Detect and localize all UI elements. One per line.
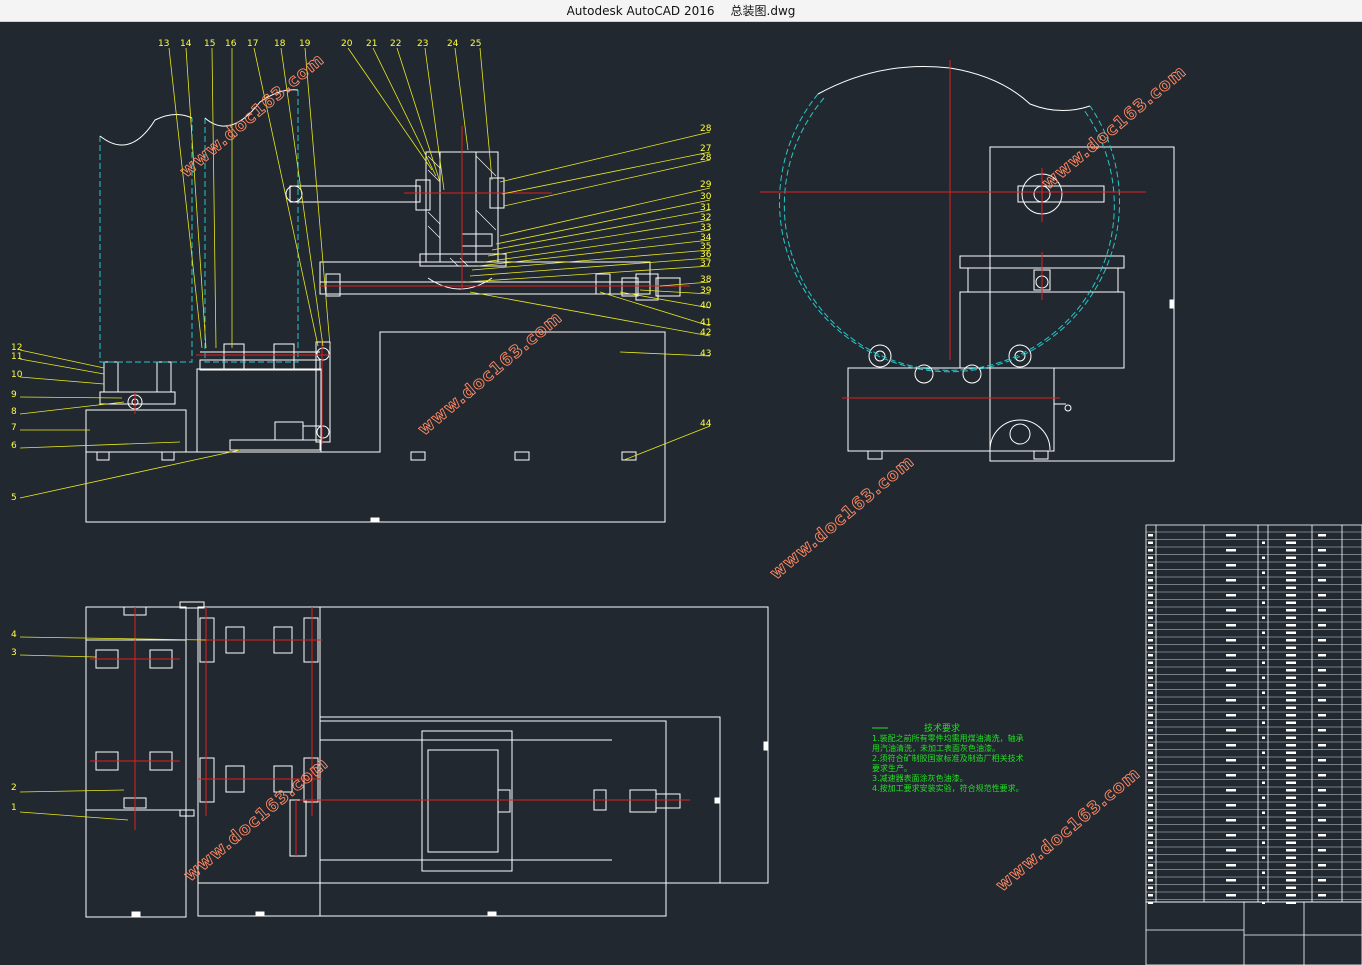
svg-text:19: 19 <box>299 39 311 49</box>
svg-text:4: 4 <box>11 630 17 640</box>
svg-text:16: 16 <box>225 39 237 49</box>
svg-text:1: 1 <box>11 803 17 813</box>
svg-text:30: 30 <box>700 192 712 202</box>
svg-text:7: 7 <box>11 423 17 433</box>
svg-text:13: 13 <box>158 39 169 49</box>
notes-title: 技术要求 <box>924 722 960 734</box>
svg-text:24: 24 <box>447 39 459 49</box>
note-line: 3.减速器表面涂灰色油漆。 <box>872 773 968 783</box>
note-line: 4.按加工要求安装实验，符合规范性要求。 <box>872 783 1024 793</box>
centerlines-side <box>760 60 1146 399</box>
svg-text:31: 31 <box>700 203 711 213</box>
bom-rows <box>1146 531 1362 904</box>
file-name: 总装图.dwg <box>730 4 796 18</box>
svg-text:37: 37 <box>700 259 711 269</box>
svg-text:2: 2 <box>11 783 17 793</box>
svg-text:14: 14 <box>180 39 192 49</box>
plan-view <box>85 601 769 918</box>
svg-text:33: 33 <box>700 223 711 233</box>
bom-table <box>1145 524 1362 965</box>
svg-text:3: 3 <box>11 648 17 658</box>
svg-text:18: 18 <box>274 39 286 49</box>
svg-text:5: 5 <box>11 493 17 503</box>
svg-text:25: 25 <box>470 39 481 49</box>
svg-text:43: 43 <box>700 349 711 359</box>
svg-text:9: 9 <box>11 390 17 400</box>
title-bar: Autodesk AutoCAD 2016 总装图.dwg <box>0 0 1362 22</box>
svg-text:28: 28 <box>700 153 712 163</box>
note-line: 2.须符合矿制胶国家标准及制造厂相关技术 <box>872 753 1024 763</box>
svg-text:41: 41 <box>700 318 711 328</box>
svg-text:38: 38 <box>700 275 712 285</box>
note-line: 用汽油清洗，未加工表面灰色油漆。 <box>872 743 1000 753</box>
side-view <box>817 66 1175 462</box>
labels-plan: 4 3 2 1 <box>11 630 17 813</box>
note-line: 1.装配之前所有零件均需用煤油清洗，轴承 <box>872 733 1024 743</box>
app-name: Autodesk AutoCAD 2016 <box>566 3 715 18</box>
svg-text:32: 32 <box>700 213 711 223</box>
note-line: 要求生产。 <box>872 763 912 773</box>
centerlines-front <box>134 126 690 444</box>
svg-text:8: 8 <box>11 407 17 417</box>
svg-text:21: 21 <box>366 39 377 49</box>
svg-text:15: 15 <box>204 39 215 49</box>
svg-text:11: 11 <box>11 352 22 362</box>
svg-text:23: 23 <box>417 39 428 49</box>
svg-text:28: 28 <box>700 124 712 134</box>
svg-text:22: 22 <box>390 39 401 49</box>
svg-text:42: 42 <box>700 328 711 338</box>
svg-text:27: 27 <box>700 144 711 154</box>
front-view <box>85 89 681 523</box>
svg-text:34: 34 <box>700 233 712 243</box>
side-view-drum <box>779 93 1120 373</box>
svg-text:29: 29 <box>700 180 712 190</box>
technical-notes: 技术要求 1.装配之前所有零件均需用煤油清洗，轴承 用汽油清洗，未加工表面灰色油… <box>872 722 1024 793</box>
svg-text:6: 6 <box>11 441 17 451</box>
svg-text:35: 35 <box>700 242 711 252</box>
leaders-front <box>19 47 711 499</box>
leaders-plan <box>19 636 207 821</box>
svg-text:12: 12 <box>11 343 22 353</box>
svg-text:44: 44 <box>700 419 712 429</box>
svg-text:40: 40 <box>700 301 712 311</box>
svg-text:17: 17 <box>247 39 258 49</box>
svg-text:39: 39 <box>700 286 712 296</box>
svg-text:36: 36 <box>700 250 712 260</box>
svg-text:10: 10 <box>11 370 23 380</box>
svg-text:20: 20 <box>341 39 353 49</box>
centerlines-plan <box>90 607 690 856</box>
